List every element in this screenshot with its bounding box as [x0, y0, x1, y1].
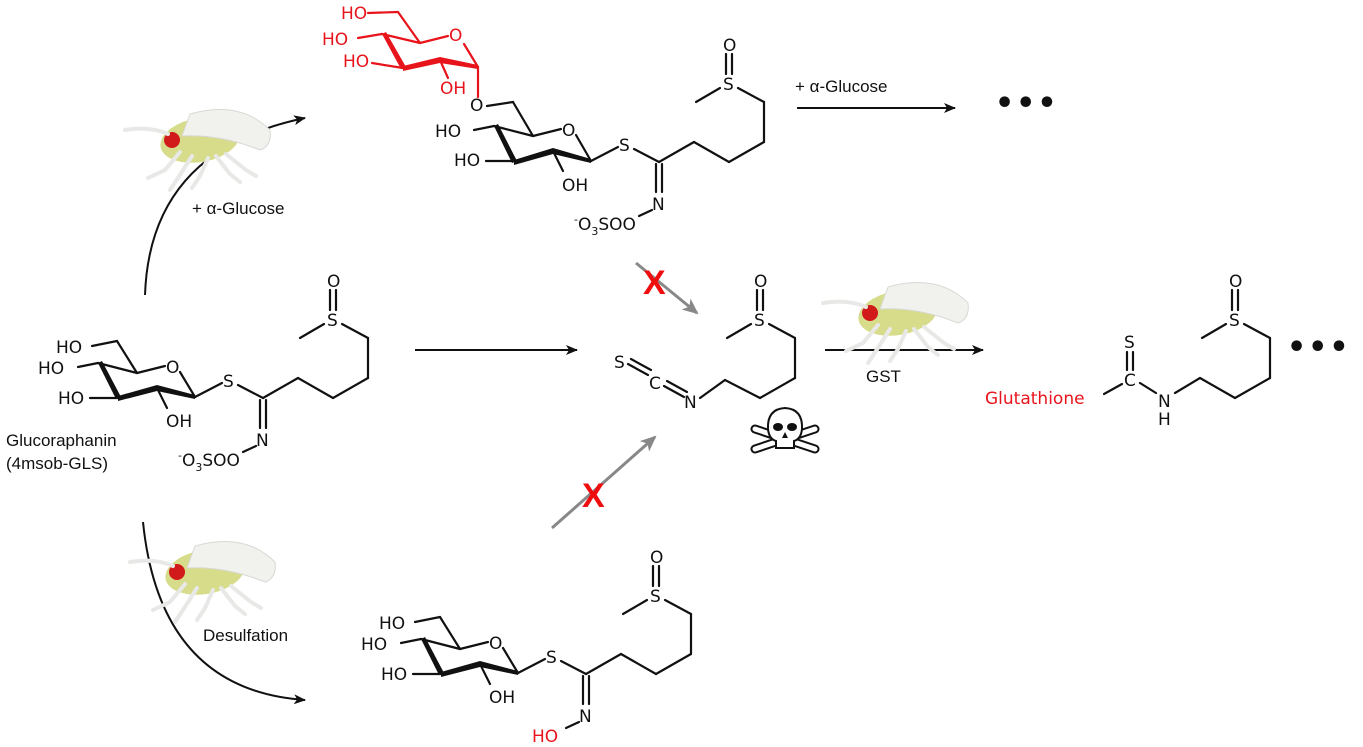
atom-ho: HO: [341, 4, 367, 24]
compound-glucoraphanin: HO HO HO O OH S S O N -O3SOO Glucoraphan…: [6, 272, 370, 474]
atom-oh: OH: [166, 412, 192, 432]
further-glucosylation-label: + α-Glucose: [795, 77, 888, 96]
atom-s-sulfoxide: S: [723, 75, 734, 95]
atom-ho: HO: [56, 338, 82, 358]
compound-name: Glucoraphanin: [6, 431, 117, 450]
atom-oh: OH: [440, 79, 466, 99]
gst-label: GST: [866, 367, 901, 386]
compound-gsh-conjugate: Glutathione C S N H S O: [985, 272, 1272, 430]
conjugate-label: Glutathione: [985, 389, 1085, 409]
atom-s-sulfoxide: S: [650, 587, 661, 607]
atom-n: N: [579, 707, 592, 727]
blocked-arrow-bottom: [551, 435, 657, 530]
atom-ho: HO: [38, 359, 64, 379]
glucosylation-label: + α-Glucose: [192, 199, 285, 218]
whitefly-icon-glucosylation: [123, 107, 273, 192]
atom-s-sulfoxide: S: [1229, 311, 1240, 331]
blocked-mark-bottom: X: [582, 477, 605, 515]
desulfation-label: Desulfation: [203, 626, 288, 645]
atom-c: C: [649, 374, 661, 394]
atom-n: N: [256, 431, 269, 451]
atom-s-sulfoxide: S: [327, 311, 338, 331]
continuation-dots-right: •••: [1287, 330, 1351, 365]
sulfate-group: -O3SOO: [574, 213, 636, 238]
atom-o-sulfoxide: O: [754, 272, 767, 292]
atom-oh: OH: [489, 688, 515, 708]
atom-n: N: [1158, 392, 1171, 412]
alpha-glucose-added: HO HO HO O OH: [322, 4, 480, 99]
atom-o-sulfoxide: O: [650, 548, 663, 568]
blocked-arrow-top: [635, 261, 699, 315]
compound-desulfo: HO HO HO O OH S S O N HO: [361, 548, 693, 747]
atom-s: S: [1124, 333, 1135, 353]
compound-sulforaphane: S C N S O: [614, 272, 820, 454]
arrow-desulfation: [142, 521, 306, 705]
atom-s-thio: S: [223, 372, 234, 392]
atom-ring-o: O: [562, 121, 575, 141]
atom-h: H: [1158, 410, 1171, 430]
atom-ring-o: O: [166, 358, 179, 378]
atom-o-sulfoxide: O: [327, 272, 340, 292]
atom-ho: HO: [58, 389, 84, 409]
sulfate-group: -O3SOO: [178, 449, 240, 474]
side-chain: [236, 288, 370, 454]
atom-n: N: [652, 195, 665, 215]
atom-s-thio: S: [619, 136, 630, 156]
atom-ho: HO: [379, 614, 405, 634]
atom-ho-oxime: HO: [532, 727, 558, 747]
atom-s-sulfoxide: S: [754, 311, 765, 331]
blocked-mark-top: X: [643, 264, 666, 302]
atom-ho: HO: [435, 122, 461, 142]
atom-ho: HO: [322, 30, 348, 50]
atom-ho: HO: [361, 635, 387, 655]
glucose-ring: [76, 339, 224, 410]
atom-n: N: [684, 393, 697, 413]
atom-ring-o: O: [449, 26, 462, 46]
atom-ho: HO: [343, 52, 369, 72]
compound-abbrev: (4msob-GLS): [6, 454, 108, 473]
whitefly-icon-desulfation: [128, 539, 278, 624]
atom-ring-o: O: [489, 634, 502, 654]
atom-o-sulfoxide: O: [723, 36, 736, 56]
atom-c: C: [1124, 371, 1136, 391]
compound-glucosylated: HO HO HO O OH O HO HO O OH S: [322, 4, 766, 238]
atom-oh: OH: [562, 176, 588, 196]
atom-s: S: [614, 353, 625, 373]
atom-ho: HO: [381, 665, 407, 685]
atom-linker-o: O: [470, 96, 483, 116]
atom-s-thio: S: [546, 648, 557, 668]
atom-ho: HO: [454, 151, 480, 171]
atom-o-sulfoxide: O: [1229, 272, 1242, 292]
continuation-dots: •••: [995, 86, 1059, 121]
skull-crossbones-icon: [750, 406, 820, 454]
